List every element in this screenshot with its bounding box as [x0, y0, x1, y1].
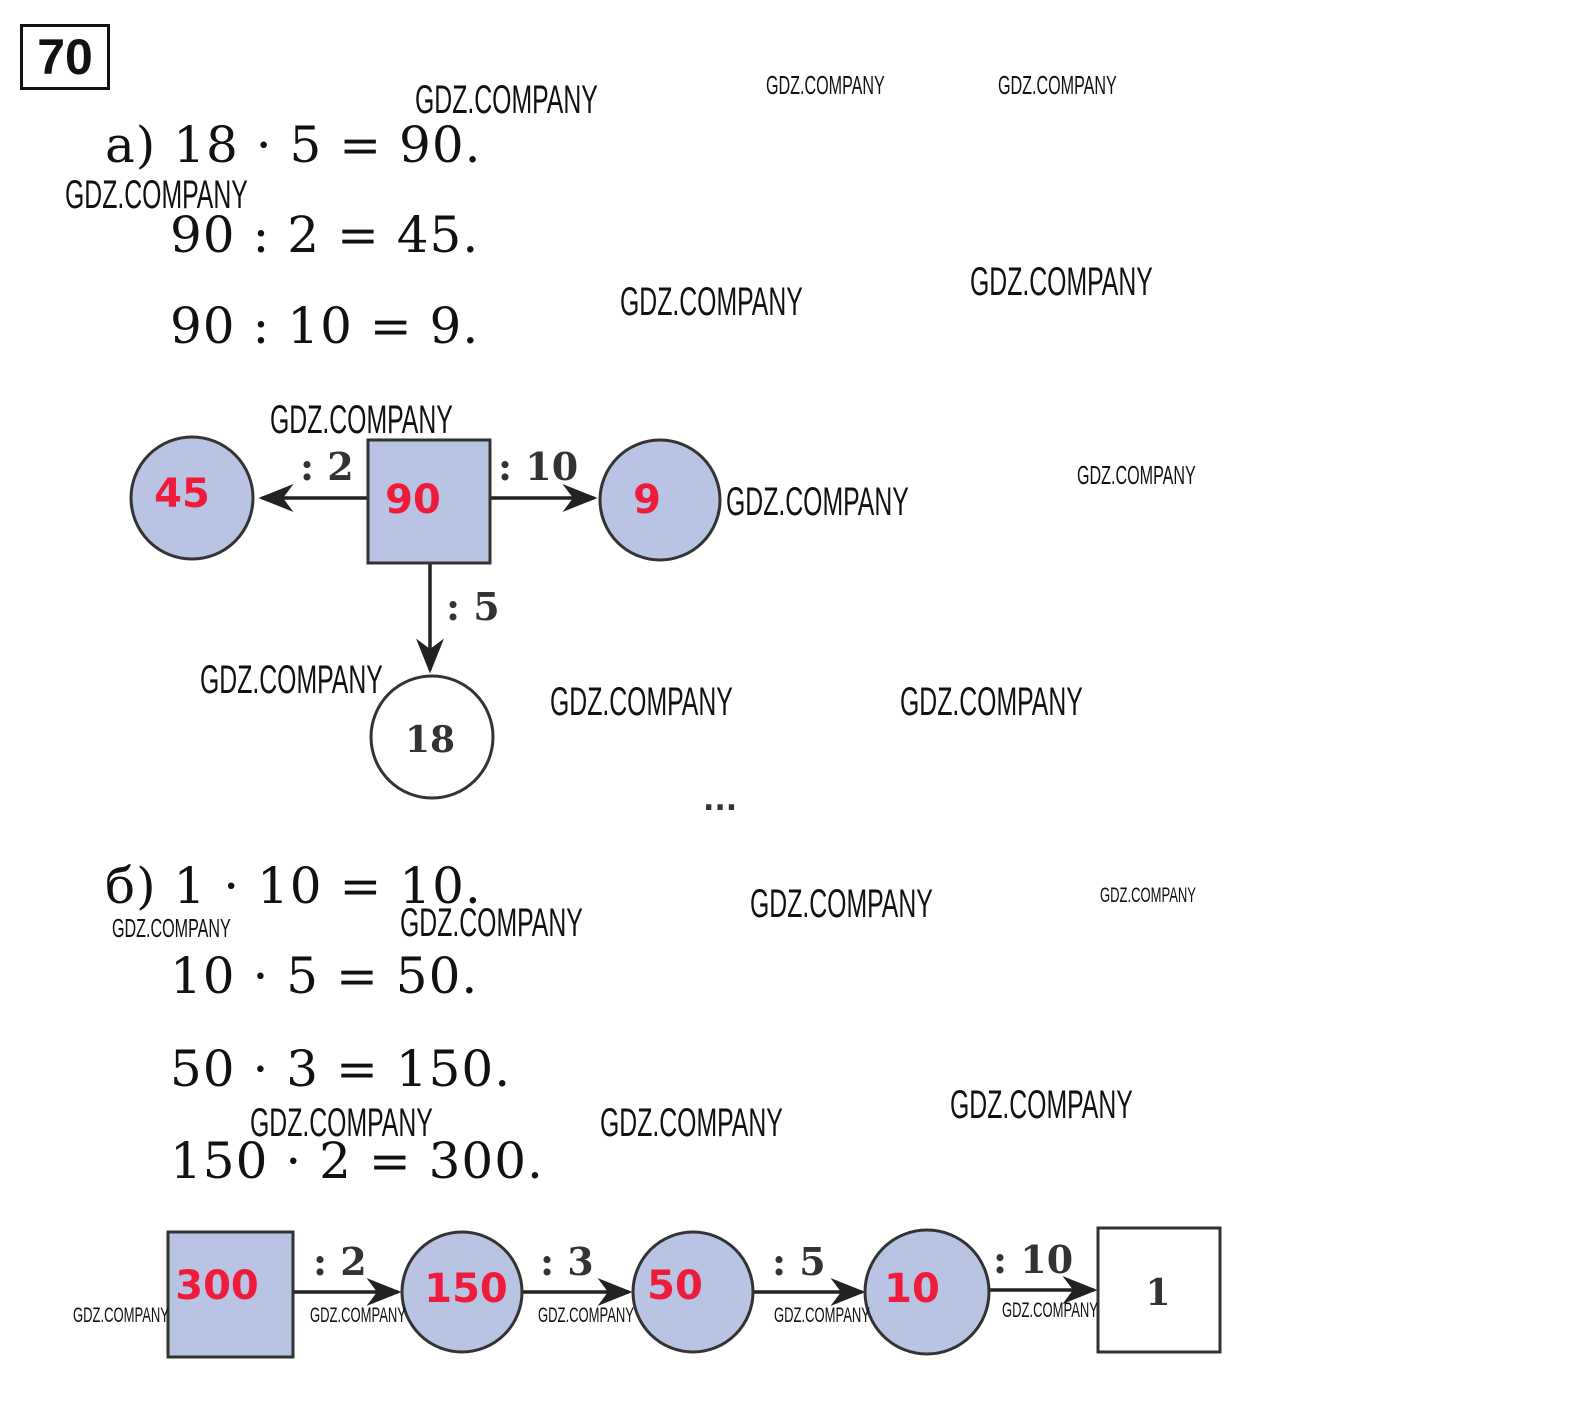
node-10	[863, 1228, 991, 1356]
ellipsis: ...	[703, 783, 737, 818]
chain-label-2: : 3	[540, 1239, 594, 1284]
watermark: GDZ.COMPANY	[900, 680, 1083, 724]
equation-b3: 50 · 3 = 150.	[170, 1040, 512, 1098]
chain-label-3: : 5	[772, 1239, 826, 1284]
chain-label-1: : 2	[313, 1239, 367, 1284]
label-div5: : 5	[446, 584, 500, 629]
watermark: GDZ.COMPANY	[400, 901, 583, 945]
equation-b2: 10 · 5 = 50.	[170, 947, 479, 1005]
watermark: GDZ.COMPANY	[250, 1101, 433, 1145]
watermark: GDZ.COMPANY	[950, 1083, 1133, 1127]
node-1-value: 1	[1145, 1272, 1170, 1314]
node-1	[1096, 1226, 1222, 1354]
watermark: GDZ.COMPANY	[112, 913, 231, 943]
node-18	[369, 674, 495, 800]
watermark: GDZ.COMPANY	[200, 658, 383, 702]
node-50	[631, 1230, 755, 1354]
diagram-a: 45 90 9 18 : 2 : 10 : 5 ...	[129, 435, 737, 818]
node-45-value: 45	[154, 471, 210, 517]
node-300-value: 300	[175, 1263, 259, 1309]
node-10-value: 10	[884, 1266, 940, 1312]
watermark: GDZ.COMPANY	[620, 280, 803, 324]
node-150-value: 150	[424, 1266, 508, 1312]
watermark: GDZ.COMPANY	[766, 70, 885, 100]
watermark: GDZ.COMPANY	[550, 680, 733, 724]
watermark: GDZ.COMPANY	[1100, 884, 1196, 907]
task-number: 70	[20, 24, 110, 90]
equation-b1: б) 1 · 10 = 10.	[105, 857, 482, 915]
label-div2: : 2	[300, 444, 354, 489]
node-9	[598, 438, 722, 562]
label-div10: : 10	[498, 444, 578, 489]
node-45	[129, 435, 255, 561]
watermark: GDZ.COMPANY	[65, 173, 248, 217]
node-150	[400, 1230, 524, 1354]
watermark: GDZ.COMPANY	[270, 398, 453, 442]
watermark: GDZ.COMPANY	[310, 1304, 406, 1327]
chain-label-4: : 10	[993, 1237, 1073, 1282]
node-50-value: 50	[647, 1263, 703, 1309]
watermark: GDZ.COMPANY	[750, 882, 933, 926]
equation-a2: 90 : 2 = 45.	[170, 206, 480, 264]
watermark: GDZ.COMPANY	[998, 70, 1117, 100]
watermark: GDZ.COMPANY	[1077, 460, 1196, 490]
watermark: GDZ.COMPANY	[726, 480, 909, 524]
node-300	[166, 1230, 295, 1359]
node-18-value: 18	[405, 719, 455, 761]
node-90-value: 90	[385, 477, 441, 523]
diagram-b: 300 150 50 10 1 : 2 : 3 : 5 : 10	[166, 1226, 1222, 1359]
watermark: GDZ.COMPANY	[73, 1304, 169, 1327]
watermark: GDZ.COMPANY	[970, 260, 1153, 304]
watermark: GDZ.COMPANY	[538, 1304, 634, 1327]
equation-b4: 150 · 2 = 300.	[170, 1132, 544, 1190]
watermark: GDZ.COMPANY	[774, 1304, 870, 1327]
node-9-value: 9	[633, 477, 661, 523]
equation-a1: а) 18 · 5 = 90.	[105, 116, 482, 174]
watermark: GDZ.COMPANY	[415, 78, 598, 122]
node-90	[366, 438, 492, 565]
watermark: GDZ.COMPANY	[600, 1101, 783, 1145]
watermark: GDZ.COMPANY	[1002, 1299, 1098, 1322]
equation-a3: 90 : 10 = 9.	[170, 297, 480, 355]
